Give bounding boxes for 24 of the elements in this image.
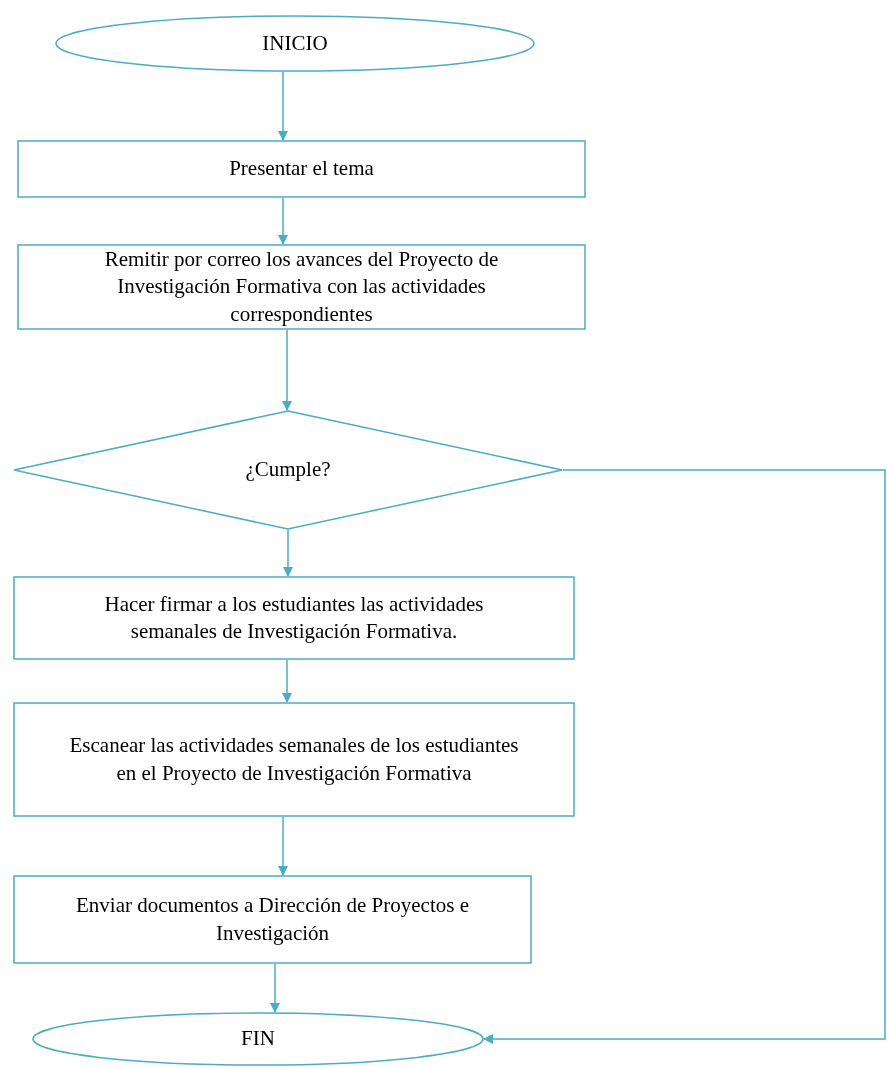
arrow	[283, 529, 293, 577]
node-label: INICIO	[261, 29, 329, 57]
arrow	[270, 963, 280, 1013]
node-label: Escanear las actividades semanales de los estudiantes en el Proyecto de Investigación Formativa	[68, 732, 520, 787]
process-box	[13, 875, 532, 964]
arrow	[483, 469, 886, 1044]
node-label: FIN	[240, 1025, 276, 1053]
node-label: Remitir por correo los avances del Proyecto de Investigación Formativa con las actividades correspondientes	[103, 246, 500, 328]
node-label: ¿Cumple?	[244, 456, 332, 484]
terminal-ellipse	[55, 15, 535, 72]
process-box	[13, 576, 575, 660]
process-box	[17, 244, 586, 330]
node-label: Enviar documentos a Dirección de Proyectos e Investigación	[74, 892, 470, 947]
arrow	[278, 197, 288, 245]
node-label: Hacer firmar a los estudiantes las actividades semanales de Investigación Formativa.	[103, 590, 485, 645]
decision-diamond	[13, 410, 563, 530]
arrow	[282, 659, 292, 703]
terminal-ellipse	[32, 1012, 484, 1066]
arrow	[278, 71, 288, 141]
node-label: Presentar el tema	[228, 155, 375, 183]
arrow	[278, 816, 288, 876]
process-box	[17, 140, 586, 198]
process-box	[13, 702, 575, 817]
arrow	[282, 329, 292, 411]
